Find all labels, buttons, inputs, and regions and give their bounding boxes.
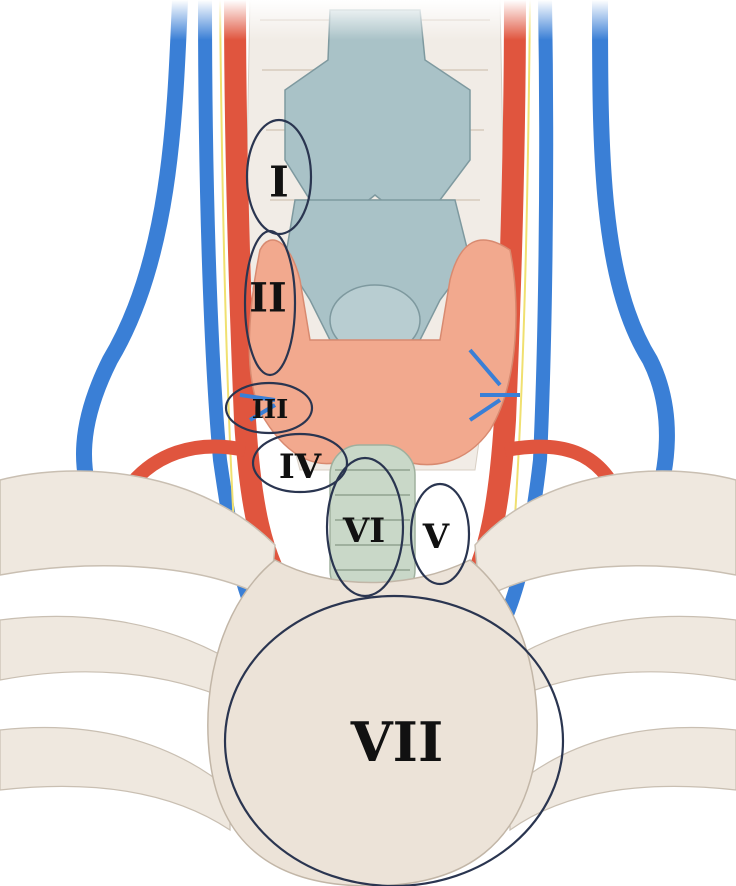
zone-i-label: I [269, 158, 289, 207]
right-external-jugular-vein [600, 0, 667, 520]
top-fade [0, 0, 736, 40]
zone-iii-label: III [252, 395, 289, 425]
zone-v-label: V [422, 517, 450, 557]
zone-iv-label: IV [279, 447, 322, 487]
zone-vii-label: VII [350, 710, 443, 774]
left-external-jugular-vein [84, 0, 180, 520]
zone-ii-label: II [249, 275, 286, 322]
zone-vi-label: VI [342, 511, 385, 551]
